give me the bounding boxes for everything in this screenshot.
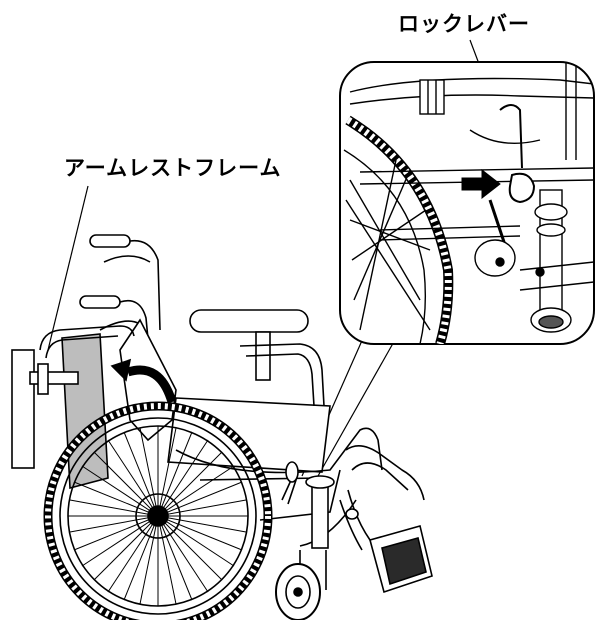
- inset-frame: [339, 61, 595, 345]
- lock-lever-label: ロックレバー: [398, 12, 530, 36]
- push-handles: [79, 234, 161, 361]
- zoom-inset: [339, 61, 595, 345]
- caster-wheel: [275, 563, 321, 620]
- inset-lock-lever: [499, 104, 523, 169]
- armrest-frame-leader: [47, 185, 89, 351]
- rear-wheel: [43, 401, 273, 620]
- rear-wheel-spokes: [68, 426, 248, 606]
- rotate-arrow: [126, 365, 177, 404]
- right-armrest-pad: [189, 309, 309, 333]
- wheelchair: [11, 234, 433, 620]
- armrest-frame: [11, 325, 135, 490]
- footrest: [339, 445, 433, 594]
- armrest-frame-label: アームレストフレーム: [64, 156, 282, 180]
- zoom-leader-b: [317, 337, 397, 477]
- inset-push-arrow: [461, 168, 501, 200]
